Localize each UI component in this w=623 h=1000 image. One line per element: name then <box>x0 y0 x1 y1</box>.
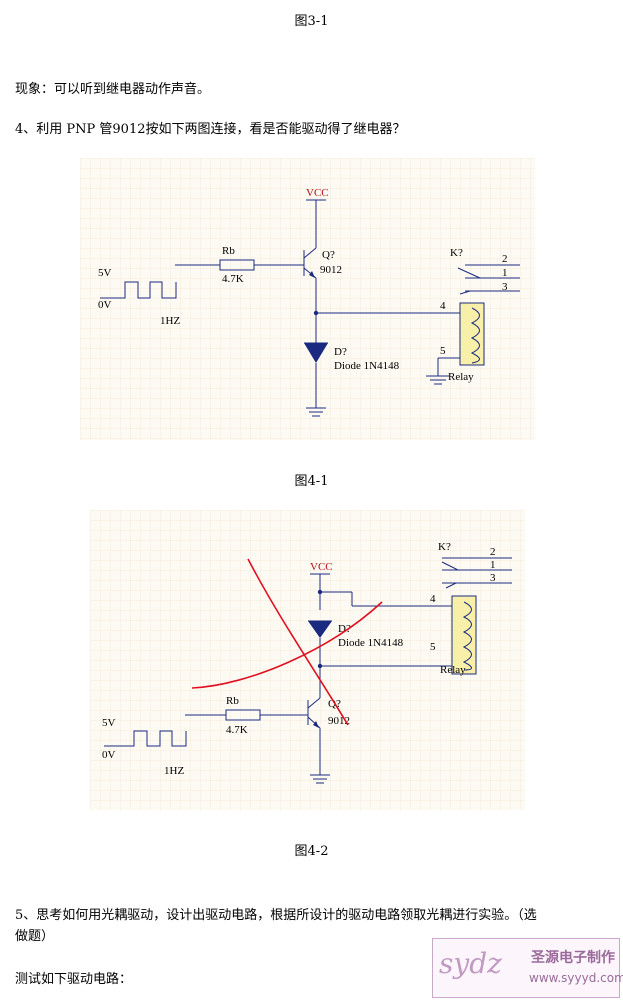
test-circuit-text: 测试如下驱动电路： <box>15 972 133 987</box>
fig2-5v-label: 5V <box>102 717 116 729</box>
schematic-fig4-1: VCC Q? 9012 Rb 4.7K 5V 0V 1HZ D? Diode 1… <box>80 158 535 440</box>
fig2-relay-ref: K? <box>438 541 451 553</box>
fig1-pin-1: 1 <box>502 267 508 279</box>
fig1-transistor-ref: Q? <box>322 249 335 261</box>
fig1-0v-label: 0V <box>98 299 112 311</box>
fig1-pin-4: 4 <box>440 300 446 312</box>
question-5-line2: 做题） <box>15 929 55 944</box>
fig1-pin-2: 2 <box>502 253 508 265</box>
schematic-fig4-2: VCC D? Diode 1N4148 Q? 9012 Rb 4.7K 5V 0… <box>90 510 525 810</box>
fig2-pin-2: 2 <box>490 546 496 558</box>
fig2-diode-ref: D? <box>338 623 351 635</box>
watermark-url: www.syyyd.com <box>529 971 623 985</box>
fig2-pin-5: 5 <box>430 641 436 653</box>
fig1-vcc-label: VCC <box>306 187 329 199</box>
fig1-relay-label: Relay <box>448 371 474 383</box>
watermark-logo: sydz <box>439 947 502 980</box>
caption-fig3-1: 图3-1 <box>294 14 329 29</box>
phenomenon-text: 现象：可以听到继电器动作声音。 <box>15 82 211 97</box>
question-4-text: 4、利用 PNP 管9012按如下两图连接，看是否能驱动得了继电器？ <box>15 122 406 137</box>
fig2-diode-part: Diode 1N4148 <box>338 637 404 649</box>
watermark: sydz 圣源电子制作 www.syyyd.com <box>432 938 623 998</box>
caption-fig4-2: 图4-2 <box>294 844 329 859</box>
fig1-5v-label: 5V <box>98 267 112 279</box>
fig1-frequency-label: 1HZ <box>160 315 180 327</box>
watermark-name: 圣源电子制作 <box>531 950 615 966</box>
question-5-line1: 5、思考如何用光耦驱动，设计出驱动电路，根据所设计的驱动电路领取光耦进行实验。（… <box>15 908 537 923</box>
fig2-pin-1: 1 <box>490 559 496 571</box>
fig1-resistor-value: 4.7K <box>222 273 244 285</box>
fig1-resistor-ref: Rb <box>222 245 235 257</box>
fig2-vcc-label: VCC <box>310 561 333 573</box>
fig1-pin-5: 5 <box>440 345 446 357</box>
fig2-frequency-label: 1HZ <box>164 765 184 777</box>
fig1-transistor-part: 9012 <box>320 264 342 276</box>
fig2-0v-label: 0V <box>102 749 116 761</box>
fig2-relay-label: Relay <box>440 664 466 676</box>
fig2-resistor-value: 4.7K <box>226 724 248 736</box>
fig2-resistor-ref: Rb <box>226 695 239 707</box>
fig1-relay-ref: K? <box>450 247 463 259</box>
fig1-pin-3: 3 <box>502 281 508 293</box>
caption-fig4-1: 图4-1 <box>294 474 329 489</box>
red-cross-mark <box>191 558 383 726</box>
fig2-transistor-part: 9012 <box>328 715 350 727</box>
fig1-diode-ref: D? <box>334 346 347 358</box>
fig1-diode-part: Diode 1N4148 <box>334 360 400 372</box>
fig2-pin-3: 3 <box>490 572 496 584</box>
fig2-pin-4: 4 <box>430 593 436 605</box>
